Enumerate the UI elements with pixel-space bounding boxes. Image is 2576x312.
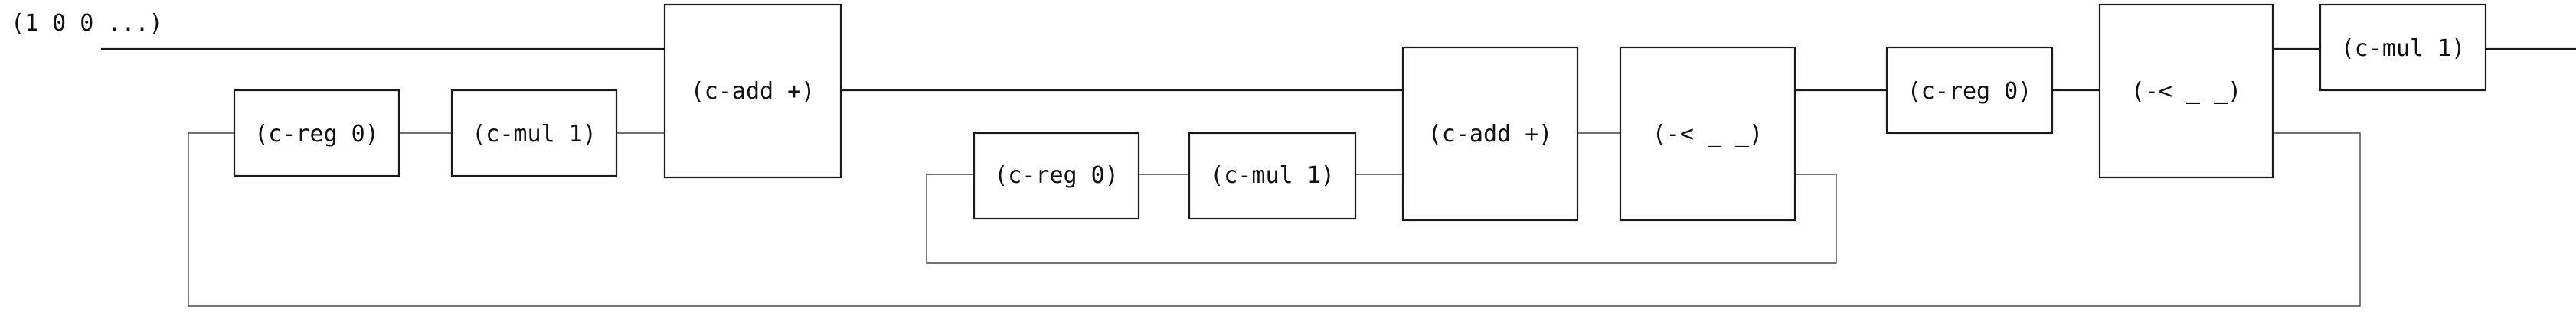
block-label: (c-mul 1): [472, 121, 597, 148]
block-creg-c: (c-reg 0): [1885, 46, 2054, 135]
block-label: (c-mul 1): [1210, 162, 1335, 189]
block-cadd-b: (c-add +): [1401, 46, 1579, 222]
block-creg-b: (c-reg 0): [973, 132, 1140, 220]
feedback-loop-outer: [188, 132, 2361, 307]
block-cmul-b: (c-mul 1): [1188, 132, 1357, 220]
block-label: (c-reg 0): [1907, 78, 2032, 105]
block-cmul-a: (c-mul 1): [450, 89, 618, 177]
input-label: (1 0 0 ...): [11, 10, 163, 37]
block-fork-c: (-< _ _): [2098, 3, 2274, 179]
block-label: (c-mul 1): [2341, 35, 2466, 62]
wires: [101, 47, 2576, 307]
block-label: (c-add +): [1428, 121, 1553, 148]
block-label: (c-add +): [691, 78, 816, 105]
block-label: (-< _ _): [2131, 78, 2242, 105]
block-label: (c-reg 0): [994, 162, 1119, 189]
block-label: (-< _ _): [1652, 121, 1764, 148]
block-cmul-c: (c-mul 1): [2319, 3, 2487, 92]
block-creg-a: (c-reg 0): [233, 89, 400, 177]
feedback-loop-inner: [926, 174, 1837, 264]
block-cadd-a: (c-add +): [663, 3, 842, 179]
block-fork-b: (-< _ _): [1619, 46, 1796, 222]
block-label: (c-reg 0): [254, 121, 379, 148]
